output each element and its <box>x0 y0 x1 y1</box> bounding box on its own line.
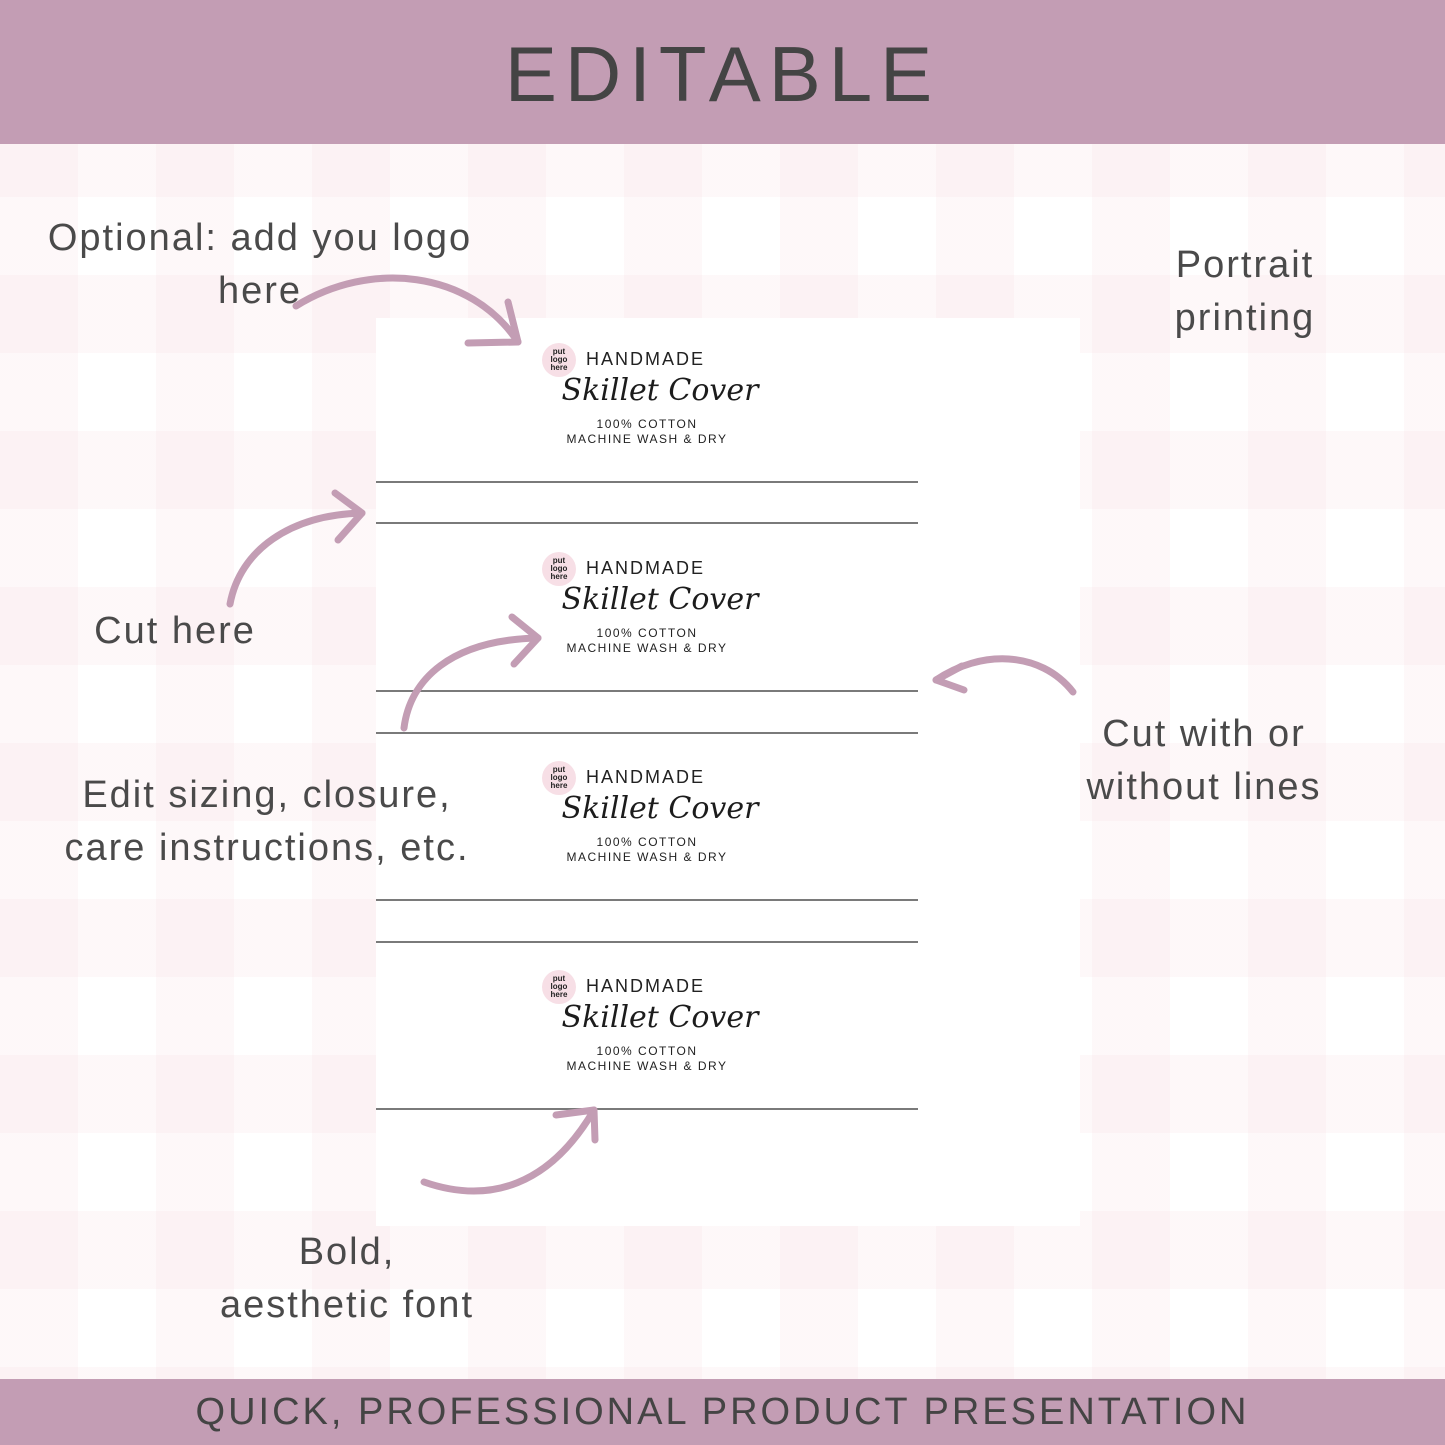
label-care: MACHINE WASH & DRY <box>566 850 728 864</box>
cut-note: Cut here <box>94 610 256 652</box>
label-brand: HANDMADE <box>586 558 706 578</box>
cut-line <box>376 899 918 901</box>
label-brand: HANDMADE <box>586 349 706 369</box>
curved-arrow-icon <box>420 1106 599 1195</box>
label-sheet <box>376 318 1080 1226</box>
curved-arrow-icon <box>400 613 542 732</box>
label-product-name: Skillet Cover <box>561 373 759 408</box>
label-brand: HANDMADE <box>586 767 706 787</box>
label-care: MACHINE WASH & DRY <box>566 432 728 446</box>
label-material: 100% COTTON <box>596 417 698 431</box>
font-note: Bold, aesthetic font <box>219 1231 475 1326</box>
label-product-name: Skillet Cover <box>561 791 759 826</box>
curved-arrow-icon <box>932 655 1077 696</box>
header-banner: EDITABLE <box>0 0 1445 144</box>
label-material: 100% COTTON <box>596 835 698 849</box>
label-material: 100% COTTON <box>596 1044 698 1058</box>
label-product-name: Skillet Cover <box>561 582 759 617</box>
cut-line <box>376 522 918 524</box>
footer-banner: QUICK, PROFESSIONAL PRODUCT PRESENTATION <box>0 1379 1445 1445</box>
edit-note: Edit sizing, closure, care instructions,… <box>64 774 470 869</box>
footer-tagline: QUICK, PROFESSIONAL PRODUCT PRESENTATION <box>195 1390 1250 1433</box>
cut-line <box>376 1108 918 1110</box>
curved-arrow-icon <box>226 489 366 608</box>
page-title: EDITABLE <box>504 29 941 118</box>
orientation-note: Portrait printing <box>1174 244 1316 339</box>
label-care: MACHINE WASH & DRY <box>566 641 728 655</box>
label-brand: HANDMADE <box>586 976 706 996</box>
cut-line <box>376 941 918 943</box>
cut-line <box>376 481 918 483</box>
cut-line <box>376 732 918 734</box>
curved-arrow-icon <box>292 274 522 347</box>
label-material: 100% COTTON <box>596 626 698 640</box>
label-product-name: Skillet Cover <box>561 1000 759 1035</box>
cut-line <box>376 690 918 692</box>
label-care: MACHINE WASH & DRY <box>566 1059 728 1073</box>
lines-note: Cut with or without lines <box>1086 713 1322 808</box>
logo-note: Optional: add you logo here <box>47 217 473 312</box>
